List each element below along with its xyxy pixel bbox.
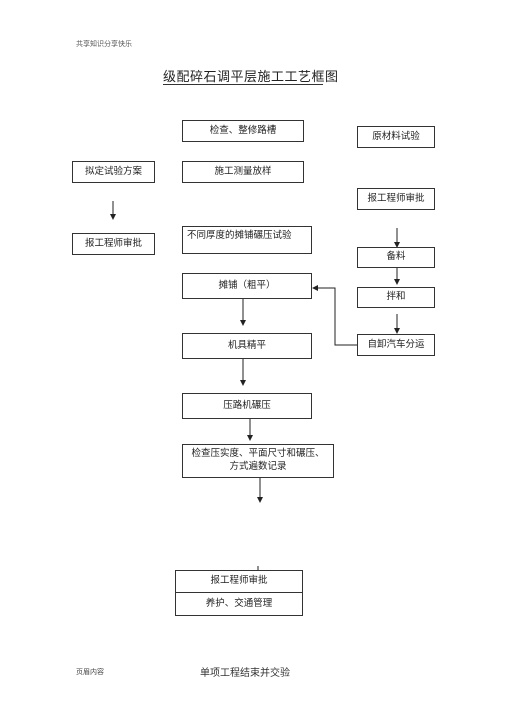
box-report-bottom: 报工程师审批 (175, 570, 303, 592)
check-record-line1: 检查压实度、平面尺寸和碾压、 (191, 448, 325, 460)
box-machine-leveling: 机具精平 (182, 333, 312, 359)
box-raw-material-test: 原材料试验 (357, 126, 435, 148)
arrow-truck-to-spreading (312, 285, 357, 346)
diagram-title: 级配碎石调平层施工工艺框图 (163, 70, 339, 85)
box-draft-plan: 拟定试验方案 (72, 161, 155, 183)
box-roller-compaction: 压路机碾压 (182, 393, 312, 419)
box-curing-traffic: 养护、交通管理 (175, 592, 303, 616)
box-check-record: 检查压实度、平面尺寸和碾压、 方式遍数记录 (182, 444, 334, 478)
box-batching: 备料 (357, 247, 435, 268)
footer-left: 页眉内容 (76, 668, 104, 676)
footer-right: 单项工程结束并交验 (200, 668, 290, 679)
box-spreading: 摊铺（粗平） (182, 273, 312, 299)
box-trial-rolling: 不同厚度的摊铺碾压试验 (182, 226, 312, 254)
box-inspect-trench: 检查、整修路槽 (182, 120, 304, 142)
box-dump-truck: 自卸汽车分运 (357, 334, 435, 356)
check-record-line2: 方式遍数记录 (229, 461, 287, 472)
box-survey-layout: 施工测量放样 (182, 161, 304, 183)
box-report-right: 报工程师审批 (357, 188, 435, 210)
title-underline (163, 84, 323, 85)
box-mixing: 拌和 (357, 287, 435, 308)
header-note: 共享知识分享快乐 (76, 40, 132, 48)
box-report-left: 报工程师审批 (72, 233, 155, 255)
